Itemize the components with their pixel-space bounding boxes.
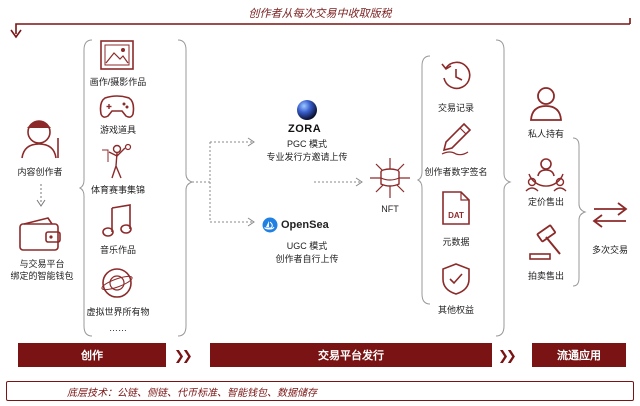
- footer-tech-box: 底层技术：公链、侧链、代币标准、智能钱包、数据储存: [6, 381, 634, 401]
- exchange-arrows-icon: [592, 202, 628, 228]
- zora-logo-text: ZORA: [288, 123, 322, 135]
- works-item-label: 虚拟世界所有物: [86, 307, 150, 317]
- chevron-right-icon: ❯❯: [174, 348, 193, 363]
- works-item-label: 游戏道具: [99, 125, 136, 135]
- nft-hub-icon: [370, 158, 410, 198]
- royalty-arrow: [10, 18, 631, 39]
- opensea-logo-text: OpenSea: [281, 219, 329, 231]
- creator-label: 内容创作者: [17, 167, 63, 177]
- stage-create-bar: 创作: [18, 343, 166, 367]
- basketball-player-icon: [102, 143, 132, 179]
- attribute-label: 元数据: [442, 237, 470, 247]
- works-item-label: 音乐作品: [99, 245, 136, 255]
- platform-right-brace: [495, 39, 512, 337]
- multi-trade-label: 多次交易: [591, 245, 628, 255]
- creator-to-wallet-arrow: [36, 184, 46, 207]
- attribute-label: 其他权益: [437, 305, 474, 315]
- stage-issue-label: 交易平台发行: [318, 350, 384, 362]
- zora-mode: PGC 模式: [286, 139, 327, 149]
- music-note-icon: [102, 204, 132, 237]
- stage-circulate-bar: 流通应用: [532, 343, 626, 367]
- wallet-label-line1: 与交易平台: [19, 259, 65, 269]
- attributes-brace: [416, 55, 431, 305]
- works-item-label: 体育赛事集锦: [90, 185, 145, 195]
- zora-desc: 专业发行方邀请上传: [266, 152, 348, 162]
- circulation-label: 拍卖售出: [527, 271, 564, 281]
- svg-text:DAT: DAT: [448, 211, 464, 220]
- zora-logo-icon: [297, 100, 317, 120]
- attribute-label: 交易记录: [437, 103, 474, 113]
- planet-icon: [101, 268, 133, 298]
- pen-signature-icon: [441, 122, 472, 156]
- wallet-label-line2: 绑定的智能钱包: [10, 271, 74, 281]
- auction-gavel-icon: [529, 224, 561, 260]
- picture-frame-icon: [100, 40, 134, 70]
- price-people-icon: [525, 158, 567, 192]
- nft-label: NFT: [381, 204, 399, 214]
- platform-connectors: [192, 137, 363, 227]
- opensea-mode: UGC 模式: [286, 241, 328, 251]
- stage-create-label: 创作: [81, 350, 103, 362]
- works-item-label: ……: [109, 323, 127, 333]
- gamepad-icon: [99, 95, 135, 118]
- stage-issue-bar: 交易平台发行: [210, 343, 492, 367]
- person-icon: [530, 87, 562, 121]
- footer-tech-text: 底层技术：公链、侧链、代币标准、智能钱包、数据储存: [67, 387, 317, 399]
- circulation-label: 定价售出: [527, 197, 564, 207]
- opensea-desc: 创作者自行上传: [275, 254, 339, 264]
- opensea-logo-icon: [262, 217, 278, 233]
- shield-check-icon: [442, 263, 470, 295]
- creation-left-brace: [78, 39, 93, 337]
- stage-circulate-label: 流通应用: [557, 350, 601, 362]
- circulation-right-brace: [572, 137, 587, 287]
- attribute-label: 创作者数字签名: [424, 167, 488, 177]
- creator-icon: [21, 120, 59, 159]
- chevron-right-icon: ❯❯: [498, 348, 517, 363]
- works-item-label: 画作/摄影作品: [89, 77, 147, 87]
- wallet-icon: [19, 217, 61, 251]
- history-clock-icon: [441, 61, 471, 90]
- royalty-title: 创作者从每次交易中收取版税: [248, 8, 392, 20]
- circulation-label: 私人持有: [527, 129, 564, 139]
- dat-file-icon: DAT: [442, 191, 470, 225]
